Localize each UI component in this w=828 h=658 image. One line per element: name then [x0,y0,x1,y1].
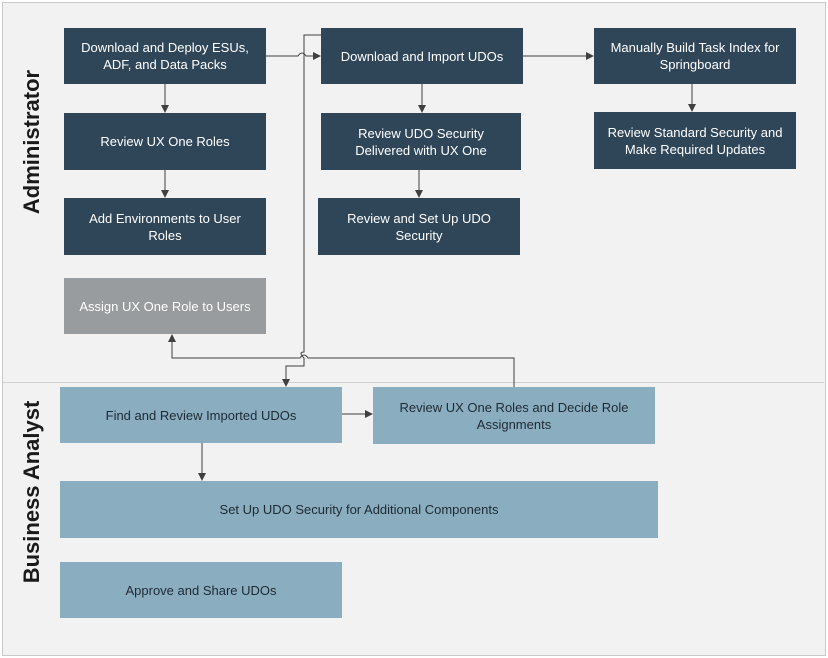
box-setup-additional-security[interactable]: Set Up UDO Security for Additional Compo… [60,481,658,538]
box-approve-share-udos[interactable]: Approve and Share UDOs [60,562,342,618]
box-find-review-udos[interactable]: Find and Review Imported UDOs [60,387,342,443]
box-review-standard-security[interactable]: Review Standard Security and Make Requir… [594,112,796,169]
arrow-decide-to-assign [168,334,515,387]
box-review-ux-one-roles[interactable]: Review UX One Roles [64,113,266,170]
arrow-import-to-find-review [282,34,321,387]
box-build-task-index[interactable]: Manually Build Task Index for Springboar… [594,28,796,84]
arrow-deploy-to-import [266,52,321,60]
box-setup-udo-security[interactable]: Review and Set Up UDO Security [318,198,520,255]
lane-divider [3,382,824,383]
box-add-environments[interactable]: Add Environments to User Roles [64,198,266,255]
box-review-decide-roles[interactable]: Review UX One Roles and Decide Role Assi… [373,387,655,444]
box-download-import-udos[interactable]: Download and Import UDOs [321,28,523,84]
box-download-deploy[interactable]: Download and Deploy ESUs, ADF, and Data … [64,28,266,84]
box-review-udo-security[interactable]: Review UDO Security Delivered with UX On… [321,113,521,170]
box-assign-role-to-users[interactable]: Assign UX One Role to Users [64,278,266,334]
